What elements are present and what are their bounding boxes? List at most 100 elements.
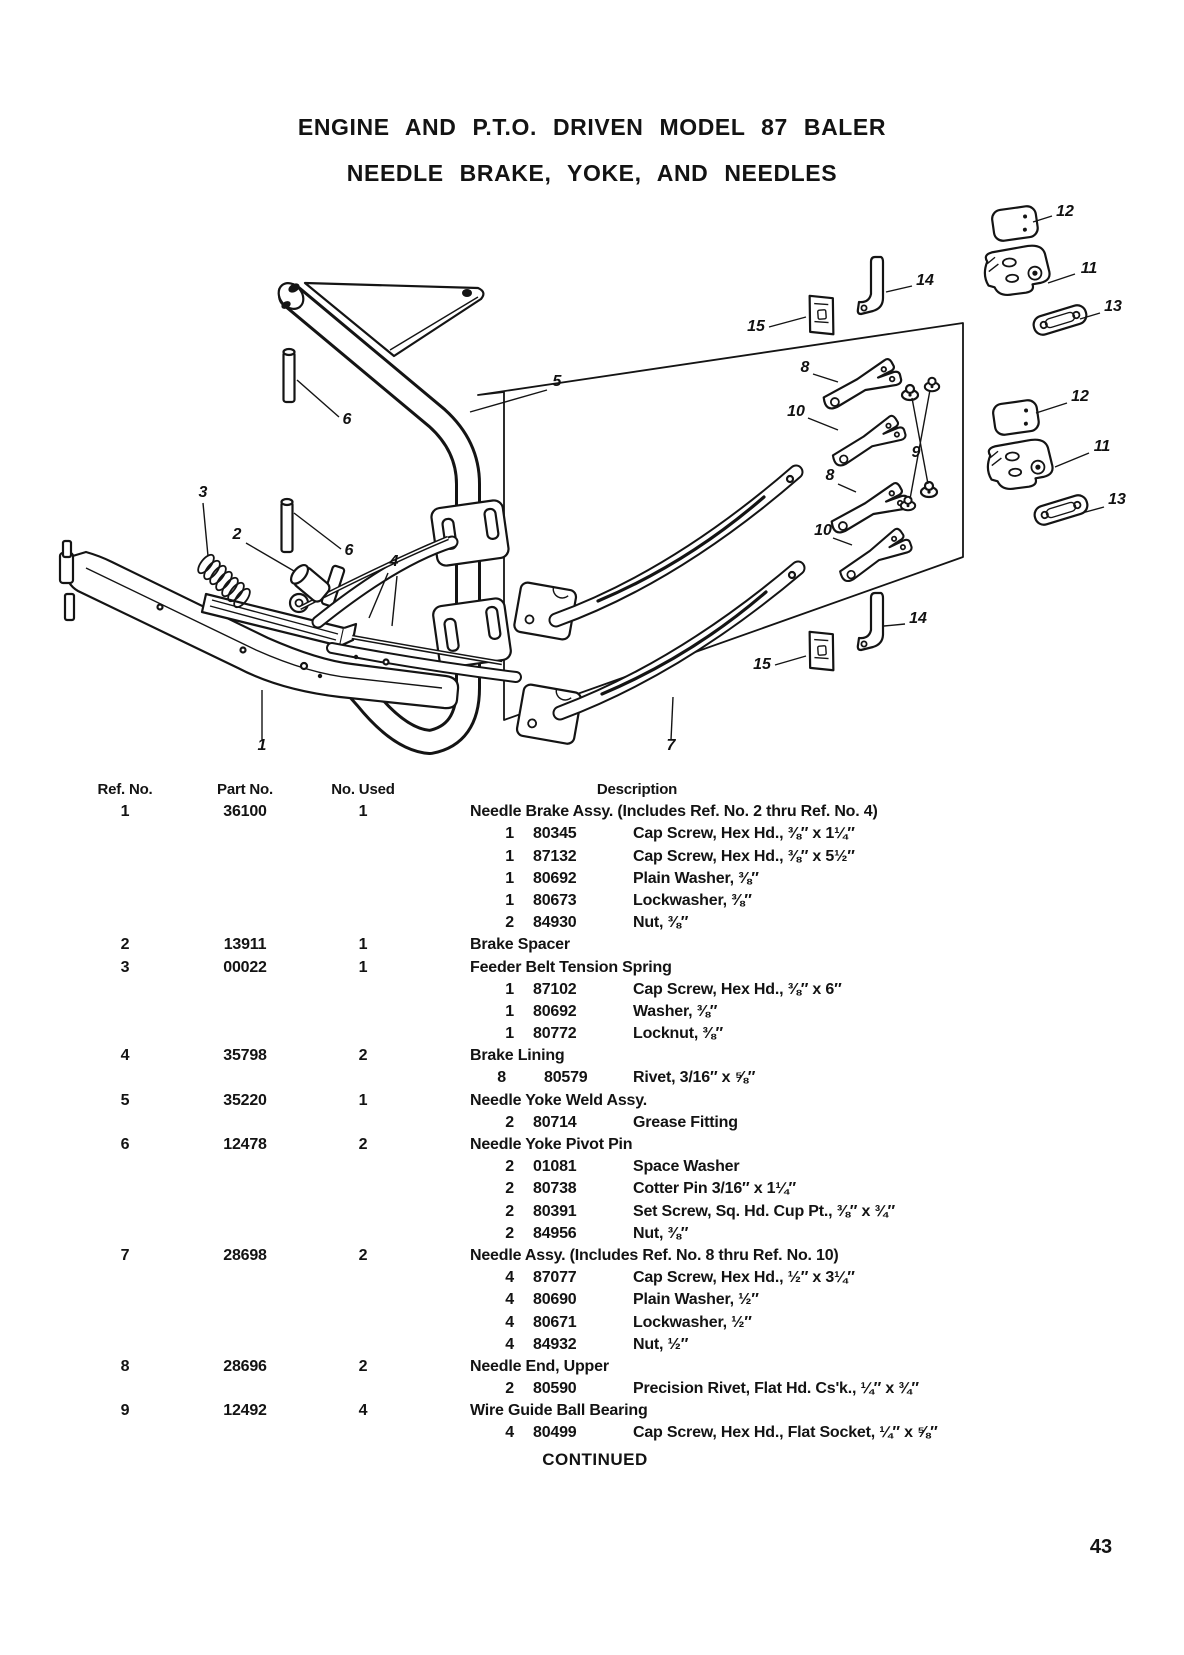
- part-no-cell: 12478: [223, 1136, 267, 1153]
- callout-leader-line: [807, 417, 839, 431]
- needle-end-upper-drawing: [821, 357, 904, 410]
- callout-number: 13: [1108, 491, 1126, 508]
- sub-part-no-cell: 80738: [533, 1180, 577, 1198]
- callout-number: 7: [667, 737, 677, 754]
- plate-drawing: [989, 203, 1040, 244]
- sub-description-cell: Nut, ⅜″: [633, 1224, 689, 1242]
- callout-number: 1: [258, 737, 267, 754]
- callout-leader-line: [202, 502, 209, 557]
- callout-number: 10: [814, 522, 832, 539]
- sub-part-no-cell: 87132: [533, 847, 577, 865]
- callout-leader-line: [774, 655, 807, 666]
- no-used-cell: 1: [358, 936, 368, 954]
- description-cell: Brake Spacer: [470, 936, 570, 954]
- part-no-cell: 35798: [223, 1047, 267, 1065]
- description-cell: Needle Yoke Weld Assy.: [470, 1091, 648, 1109]
- sub-part-no-cell: 80499: [533, 1424, 577, 1442]
- clip-drawing: [806, 629, 837, 673]
- callout-number: 15: [753, 656, 772, 673]
- ref-no-cell: 6: [120, 1136, 130, 1153]
- column-header-used: No. Used: [331, 781, 395, 798]
- callout-number: 11: [1081, 260, 1098, 277]
- sub-description-cell: Locknut, ⅜″: [633, 1025, 723, 1043]
- callout-number: 8: [826, 467, 835, 484]
- sub-description-cell: Nut, ⅜″: [633, 914, 689, 932]
- part-no-cell: 13911: [223, 936, 267, 954]
- description-cell: Wire Guide Ball Bearing: [470, 1402, 648, 1420]
- sub-part-no-cell: 80692: [533, 869, 577, 887]
- sub-part-no-cell: 80714: [533, 1113, 577, 1131]
- callout-leader-line: [812, 373, 839, 383]
- sub-description-cell: Cotter Pin 3/16″ x 1¼″: [633, 1180, 796, 1198]
- yoke-clamp-block: [432, 597, 512, 669]
- no-used-cell: 4: [358, 1402, 368, 1420]
- sub-qty-cell: 2: [505, 1113, 514, 1131]
- callout-number: 12: [1056, 203, 1074, 220]
- description-cell: Feeder Belt Tension Spring: [470, 958, 672, 976]
- callout-number: 8: [801, 359, 810, 376]
- table-sub-row: 2 84956 Nut, ⅜″: [0, 1223, 1184, 1245]
- callout-leader-line: [391, 575, 398, 627]
- sub-part-no-cell: 80772: [533, 1025, 577, 1043]
- sub-qty-cell: 2: [505, 1158, 514, 1176]
- callout-leader-line: [670, 696, 674, 741]
- no-used-cell: 2: [358, 1136, 368, 1153]
- callout-leader-line: [296, 379, 340, 418]
- table-row: 6 12478 2 Needle Yoke Pivot Pin: [0, 1134, 1184, 1156]
- callout-number: 6: [345, 542, 354, 559]
- callout-number: 4: [389, 553, 399, 570]
- callout-leader-line: [837, 483, 857, 493]
- part-no-cell: 00022: [223, 958, 267, 976]
- ref-no-cell: 1: [120, 803, 130, 821]
- callout-number: 2: [232, 526, 242, 543]
- sub-qty-cell: 2: [505, 1224, 514, 1242]
- sub-qty-cell: 8: [497, 1069, 506, 1087]
- table-header-row: Ref. No. Part No. No. Used Description: [0, 779, 1184, 801]
- needle-end-upper-drawing: [829, 481, 912, 534]
- description-cell: Needle Yoke Pivot Pin: [470, 1136, 633, 1153]
- callout-number: 14: [909, 610, 927, 627]
- clip-drawing: [806, 293, 837, 337]
- needle-yoke-drawing: [277, 281, 512, 755]
- parts-table: Ref. No. Part No. No. Used Description 1…: [0, 779, 1184, 1471]
- callout-number: 6: [343, 411, 352, 428]
- sub-part-no-cell: 84932: [533, 1335, 577, 1353]
- sub-part-no-cell: 84956: [533, 1224, 577, 1242]
- ref-no-cell: 2: [120, 936, 130, 954]
- callout-leader-line: [883, 623, 906, 627]
- page-title: ENGINE AND P.T.O. DRIVEN MODEL 87 BALER: [297, 114, 887, 140]
- description-cell: Needle Assy. (Includes Ref. No. 8 thru R…: [470, 1246, 839, 1264]
- callout-leader-line: [368, 572, 389, 619]
- ref-no-cell: 4: [120, 1047, 130, 1065]
- sub-qty-cell: 4: [505, 1335, 514, 1353]
- sub-qty-cell: 1: [505, 1025, 514, 1043]
- sub-description-cell: Washer, ⅜″: [633, 1002, 718, 1020]
- sub-part-no-cell: 80671: [533, 1313, 577, 1331]
- callout-leader-line: [1081, 506, 1105, 514]
- callout-number: 11: [1094, 438, 1111, 455]
- sub-qty-cell: 1: [505, 891, 514, 909]
- ref-no-cell: 7: [120, 1246, 130, 1264]
- sub-part-no-cell: 80673: [533, 891, 577, 909]
- sub-description-cell: Plain Washer, ½″: [633, 1291, 759, 1309]
- sub-part-no-cell: 80391: [533, 1202, 577, 1220]
